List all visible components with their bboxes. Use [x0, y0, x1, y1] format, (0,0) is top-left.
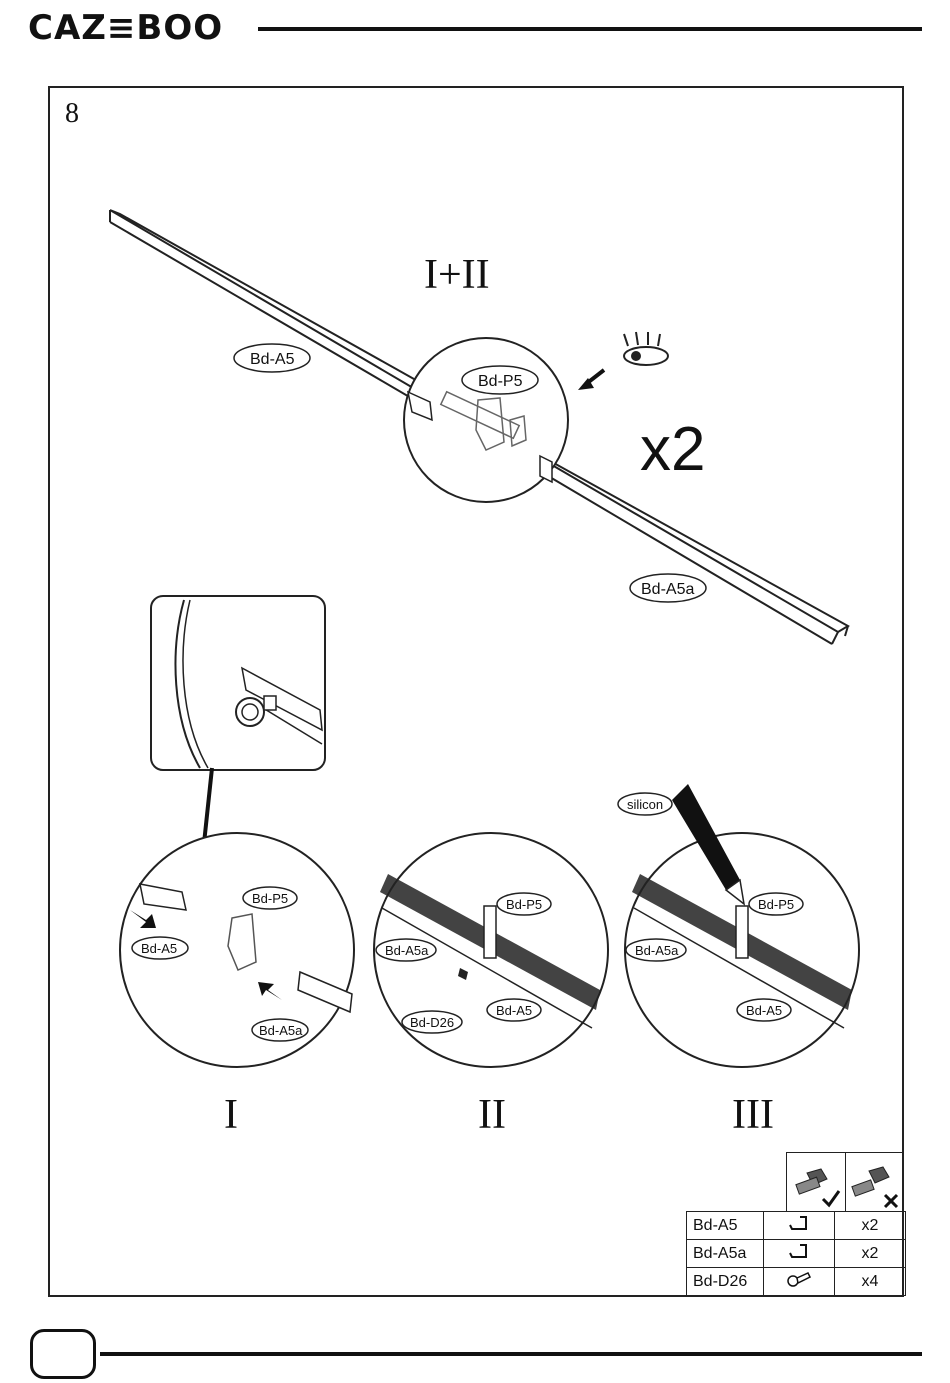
- view-eye-icon: [624, 332, 668, 365]
- table-row: Bd-D26 x4: [687, 1268, 906, 1296]
- rail-bd-a5a: [538, 458, 848, 644]
- part-qty: x4: [835, 1268, 906, 1296]
- part-qty: x2: [835, 1212, 906, 1240]
- svg-text:Bd-A5: Bd-A5: [496, 1003, 532, 1018]
- rail-profile-icon: [764, 1240, 835, 1268]
- table-row: Bd-A5a x2: [687, 1240, 906, 1268]
- detail-circle-1: Bd-P5 Bd-A5 Bd-A5a: [120, 833, 354, 1067]
- svg-text:Bd-A5a: Bd-A5a: [641, 581, 694, 598]
- table-row: Bd-A5 x2: [687, 1212, 906, 1240]
- footer-rule: [100, 1352, 922, 1356]
- detail-circle-3: silicon Bd-P5 Bd-A5a Bd-A5: [618, 784, 859, 1067]
- bolt-tight-ok-icon: [787, 1153, 846, 1211]
- part-qty: x2: [835, 1240, 906, 1268]
- svg-text:Bd-A5a: Bd-A5a: [259, 1023, 303, 1038]
- label-bd-a5: Bd-A5: [234, 344, 310, 372]
- rail-bd-a5: [110, 210, 430, 402]
- detail-2-numeral: II: [478, 1092, 506, 1138]
- rail-profile-icon: [764, 1212, 835, 1240]
- part-code: Bd-D26: [687, 1268, 764, 1296]
- detail-3-numeral: III: [732, 1092, 774, 1138]
- label-bd-p5: Bd-P5: [462, 366, 538, 394]
- parts-list: Bd-A5 x2 Bd-A5a x2 Bd-D26 x4: [686, 1211, 906, 1296]
- svg-text:Bd-A5a: Bd-A5a: [635, 943, 679, 958]
- svg-text:Bd-A5: Bd-A5: [250, 351, 295, 368]
- svg-text:silicon: silicon: [627, 797, 663, 812]
- svg-text:Bd-P5: Bd-P5: [252, 891, 288, 906]
- page-number-tab: [30, 1329, 96, 1379]
- multiplier-label: x2: [640, 415, 705, 484]
- part-code: Bd-A5a: [687, 1240, 764, 1268]
- svg-text:Bd-A5: Bd-A5: [746, 1003, 782, 1018]
- part-code: Bd-A5: [687, 1212, 764, 1240]
- svg-text:Bd-P5: Bd-P5: [506, 897, 542, 912]
- svg-text:Bd-A5a: Bd-A5a: [385, 943, 429, 958]
- direction-arrow-icon: [578, 370, 604, 390]
- svg-text:Bd-D26: Bd-D26: [410, 1015, 454, 1030]
- svg-text:Bd-A5: Bd-A5: [141, 941, 177, 956]
- main-view-title: I+II: [424, 252, 490, 298]
- bolt-loose-no-icon: [845, 1153, 903, 1211]
- torque-guide: [786, 1152, 904, 1212]
- label-bd-a5a: Bd-A5a: [630, 574, 706, 602]
- svg-text:Bd-P5: Bd-P5: [758, 897, 794, 912]
- detail-circle-2: Bd-P5 Bd-A5a Bd-D26 Bd-A5: [374, 833, 608, 1067]
- svg-text:Bd-P5: Bd-P5: [478, 373, 523, 390]
- detail-1-numeral: I: [224, 1092, 238, 1138]
- screw-icon: [764, 1268, 835, 1296]
